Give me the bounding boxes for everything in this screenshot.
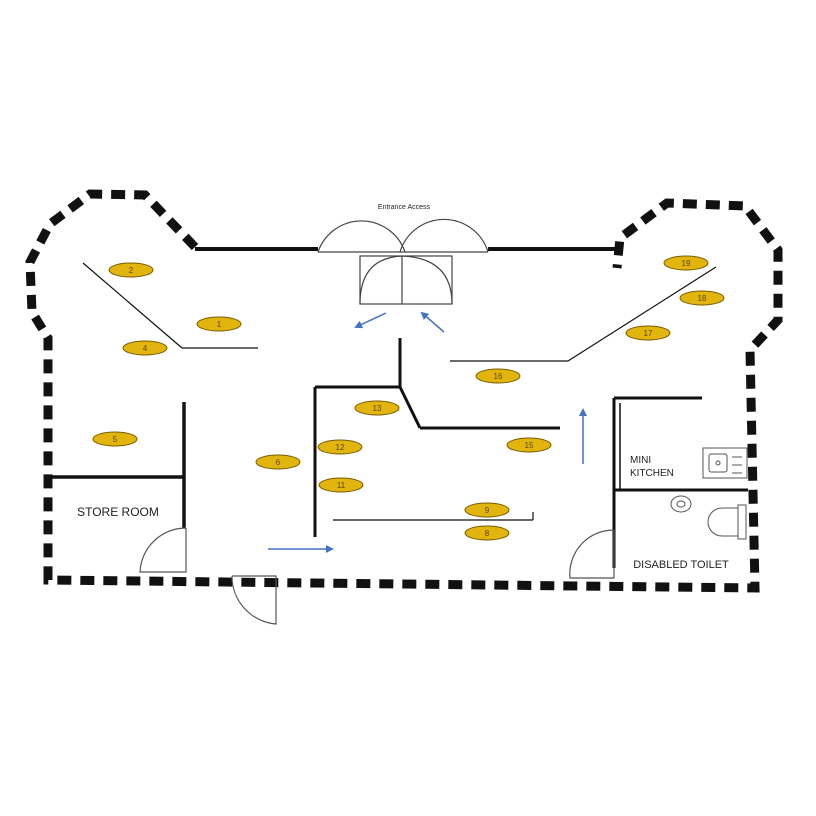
marker-16-number: 16 xyxy=(494,372,503,381)
marker-17-number: 17 xyxy=(644,329,653,338)
marker-1: 1 xyxy=(196,316,242,332)
marker-18: 18 xyxy=(679,290,725,306)
mini-kitchen-label-line2: KITCHEN xyxy=(630,468,674,479)
marker-1-number: 1 xyxy=(217,320,222,329)
toilet-icon xyxy=(670,495,747,540)
marker-18-number: 18 xyxy=(698,294,707,303)
marker-9: 9 xyxy=(464,502,510,518)
entrance-label: Entrance Access xyxy=(378,204,431,211)
marker-17: 17 xyxy=(625,325,671,341)
marker-2-number: 2 xyxy=(129,266,134,275)
marker-8-number: 8 xyxy=(485,529,490,538)
marker-12: 12 xyxy=(317,439,363,455)
store-room-label: STORE ROOM xyxy=(77,505,159,519)
marker-15-number: 15 xyxy=(525,441,534,450)
disabled-toilet-label: DISABLED TOILET xyxy=(633,559,729,571)
marker-6: 6 xyxy=(255,454,301,470)
marker-15: 15 xyxy=(506,437,552,453)
sink-icon xyxy=(702,447,748,479)
marker-12-number: 12 xyxy=(336,443,345,452)
marker-9-number: 9 xyxy=(485,506,490,515)
marker-13-number: 13 xyxy=(373,404,382,413)
mini-kitchen-label-line1: MINI xyxy=(630,455,651,466)
marker-5-number: 5 xyxy=(113,435,118,444)
entrance-doors xyxy=(317,218,489,305)
marker-11: 11 xyxy=(318,477,364,493)
marker-19: 19 xyxy=(663,255,709,271)
marker-4: 4 xyxy=(122,340,168,356)
marker-2: 2 xyxy=(108,262,154,278)
flow-arrows xyxy=(268,311,587,553)
marker-11-number: 11 xyxy=(337,481,346,490)
marker-5: 5 xyxy=(92,431,138,447)
marker-6-number: 6 xyxy=(276,458,281,467)
marker-19-number: 19 xyxy=(682,259,691,268)
interior-walls xyxy=(52,262,748,568)
marker-8: 8 xyxy=(464,525,510,541)
marker-16: 16 xyxy=(475,368,521,384)
marker-4-number: 4 xyxy=(143,344,148,353)
room-doors xyxy=(139,527,615,625)
outer-boundary xyxy=(25,189,783,593)
marker-13: 13 xyxy=(354,400,400,416)
